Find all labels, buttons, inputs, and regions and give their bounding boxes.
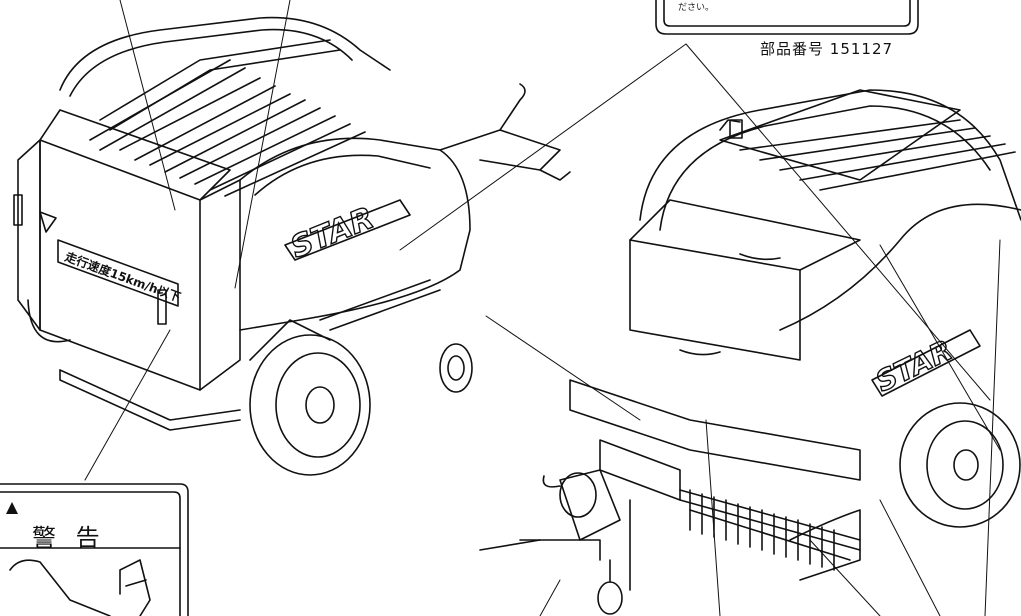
part-number-value: 151127 bbox=[829, 40, 894, 58]
part-number: 部品番号 151127 bbox=[760, 38, 893, 59]
warning-title-text: 警 告 bbox=[32, 524, 106, 552]
top-label-box bbox=[655, 0, 919, 35]
warning-triangle-icon bbox=[6, 502, 18, 514]
side-decal-text: 走行速度15km/h以下 bbox=[63, 249, 183, 305]
warning-label-box bbox=[0, 483, 189, 616]
leader-lines bbox=[84, 0, 1001, 616]
part-number-prefix: 部品番号 bbox=[760, 40, 825, 58]
left-brand-logo: STAR bbox=[286, 201, 379, 266]
left-baler bbox=[13, 16, 571, 476]
warning-title: 警 告 bbox=[6, 518, 106, 553]
right-baler bbox=[479, 89, 1021, 615]
right-brand-logo: STAR bbox=[871, 333, 958, 398]
top-label-fragment: ださい。 bbox=[678, 3, 715, 13]
